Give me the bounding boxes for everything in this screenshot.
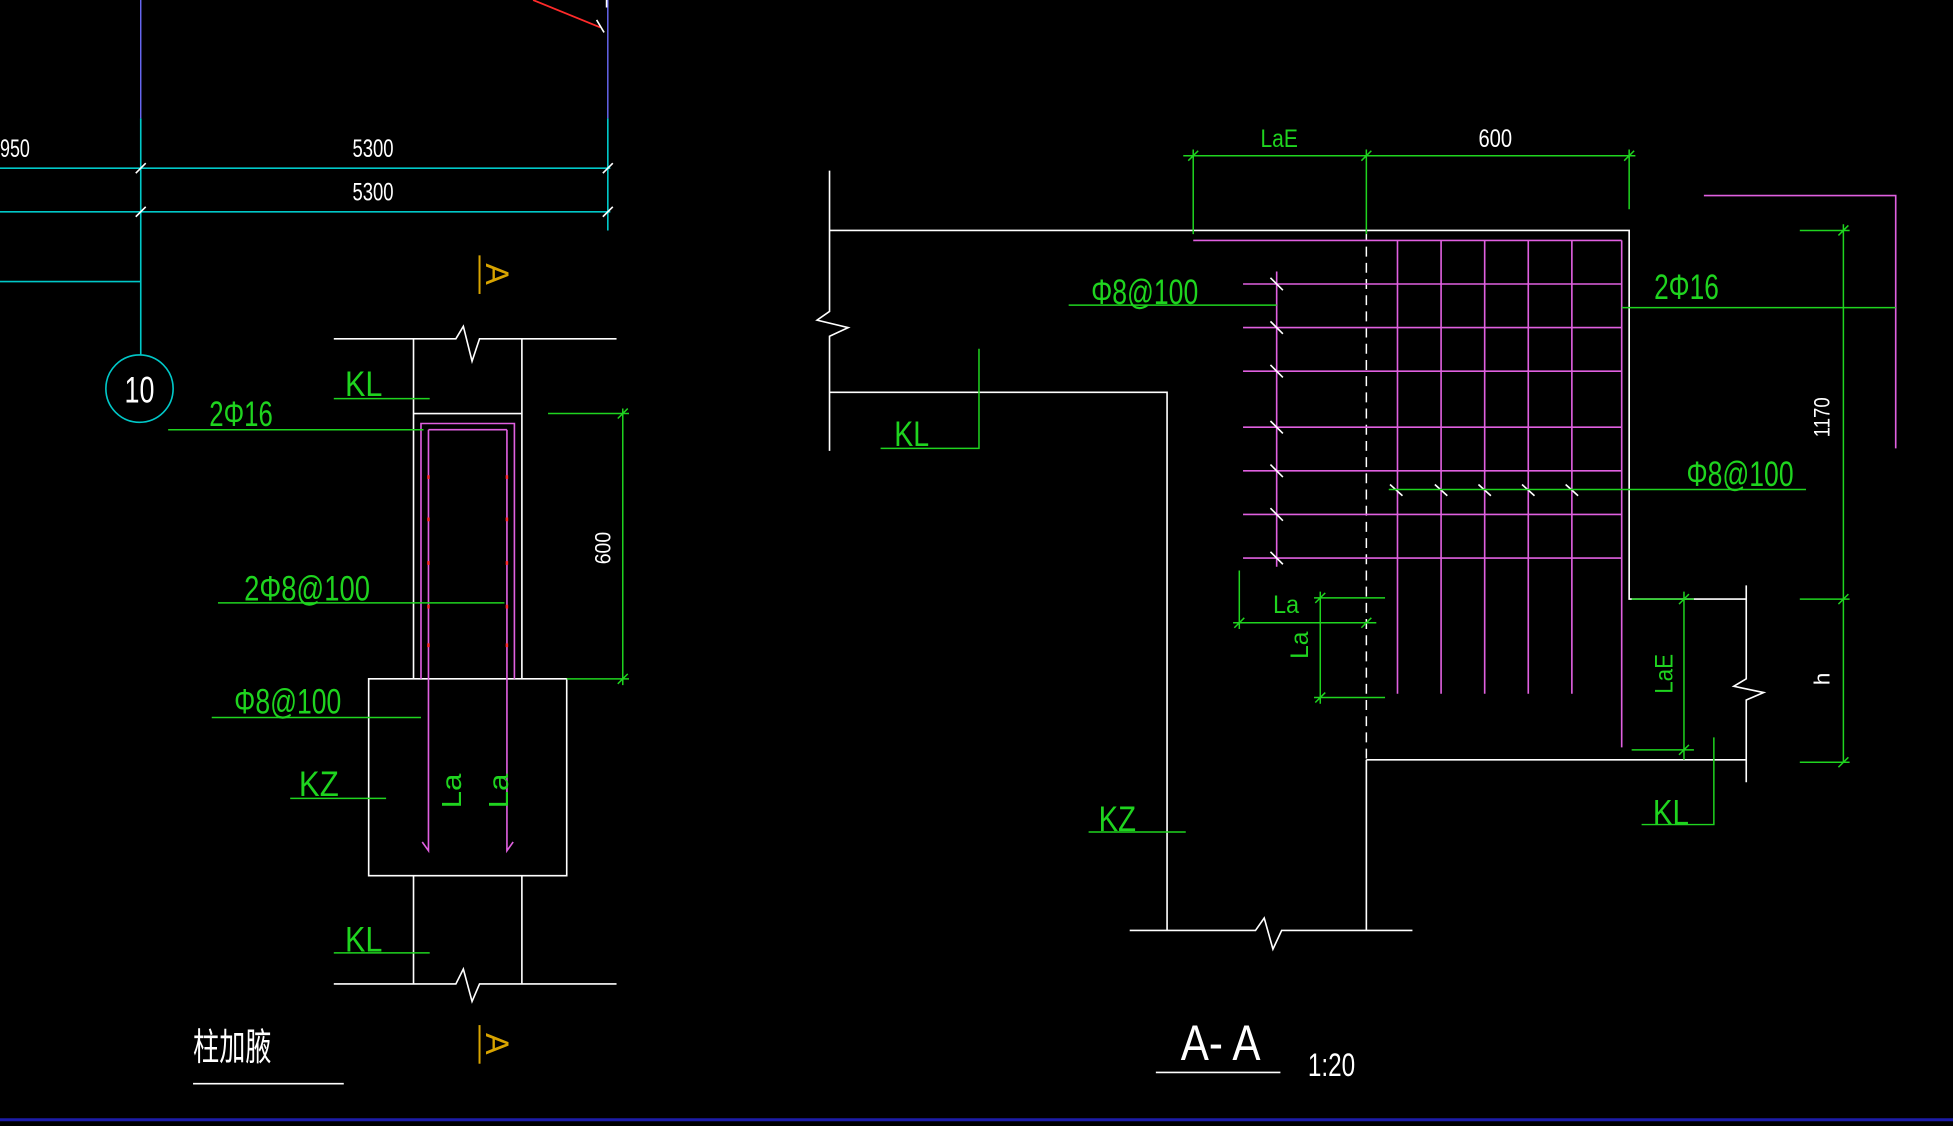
detail-title: 柱加腋 bbox=[193, 1025, 271, 1069]
red-leader-line bbox=[532, 0, 601, 29]
top-bar-extension bbox=[1703, 194, 1897, 449]
height-dimension bbox=[548, 408, 629, 686]
section-aa: LaE 600 Φ8@100 2Φ16 KL 1170 Φ8@100 La La… bbox=[815, 125, 1897, 1083]
stirrups-horizontal-label: Φ8@100 bbox=[1686, 455, 1793, 494]
kl-bottom-label: KL bbox=[345, 921, 382, 960]
ties-label: Φ8@100 bbox=[234, 683, 341, 722]
stirrups-label: Φ8@100 bbox=[1091, 273, 1198, 312]
section-marker-letter: A bbox=[479, 263, 515, 285]
stirrups-label: 2Φ8@100 bbox=[244, 569, 370, 608]
axis-dimension-lines bbox=[0, 118, 611, 355]
kl-right-label: KL bbox=[1653, 794, 1689, 833]
leader-lines bbox=[880, 304, 1896, 833]
kl-left-label: KL bbox=[894, 415, 929, 454]
rebar-cage bbox=[420, 422, 516, 854]
anchor-right-label: La bbox=[483, 773, 514, 809]
haunch-detail: KL 2Φ16 600 2Φ8@100 Φ8@100 KZ La La KL 柱… bbox=[168, 324, 629, 1085]
dimension-ticks bbox=[135, 162, 614, 218]
bars-label: 2Φ16 bbox=[1654, 268, 1719, 307]
section-title: A- A bbox=[1181, 1015, 1261, 1071]
la-vertical-label: La bbox=[1286, 631, 1314, 659]
dim-total-label: 5300 bbox=[352, 179, 393, 207]
h-dim-label: h bbox=[1810, 673, 1835, 685]
anchor-left-label: La bbox=[436, 773, 467, 809]
height-dim-label: 600 bbox=[590, 532, 615, 564]
extension-lines bbox=[140, 0, 609, 119]
kz-label: KZ bbox=[299, 765, 339, 804]
section-marker-letter: A bbox=[479, 1033, 515, 1055]
stirrup-ticks bbox=[1269, 277, 1579, 565]
width-dim-label: 600 bbox=[1478, 125, 1512, 153]
section-marker-top: A bbox=[478, 255, 515, 294]
axis-bubble bbox=[105, 354, 174, 424]
la-horizontal-label: La bbox=[1273, 591, 1299, 619]
dimension-lines bbox=[1183, 149, 1850, 768]
axis-bubble-number: 10 bbox=[125, 368, 155, 410]
kl-top-label: KL bbox=[345, 365, 382, 404]
rebar-grid bbox=[1193, 239, 1623, 748]
kz-label: KZ bbox=[1099, 800, 1136, 839]
section-scale: 1:20 bbox=[1308, 1047, 1355, 1083]
height-dim-label: 1170 bbox=[1810, 397, 1835, 437]
lae-vertical-label: LaE bbox=[1651, 654, 1679, 694]
concrete-outline bbox=[333, 324, 617, 1004]
concrete-outline bbox=[815, 170, 1767, 952]
top-bars-label: 2Φ16 bbox=[209, 395, 273, 434]
dim-span-label: 5300 bbox=[352, 135, 393, 163]
plan-strip: 950 5300 5300 10 bbox=[0, 0, 614, 424]
lae-top-label: LaE bbox=[1260, 125, 1297, 153]
rebar-dots bbox=[427, 475, 509, 648]
red-leader-tick bbox=[595, 0, 608, 33]
section-marker-bottom: A bbox=[478, 1025, 515, 1064]
dim-950-label: 950 bbox=[0, 135, 30, 163]
leader-lines bbox=[168, 397, 505, 954]
